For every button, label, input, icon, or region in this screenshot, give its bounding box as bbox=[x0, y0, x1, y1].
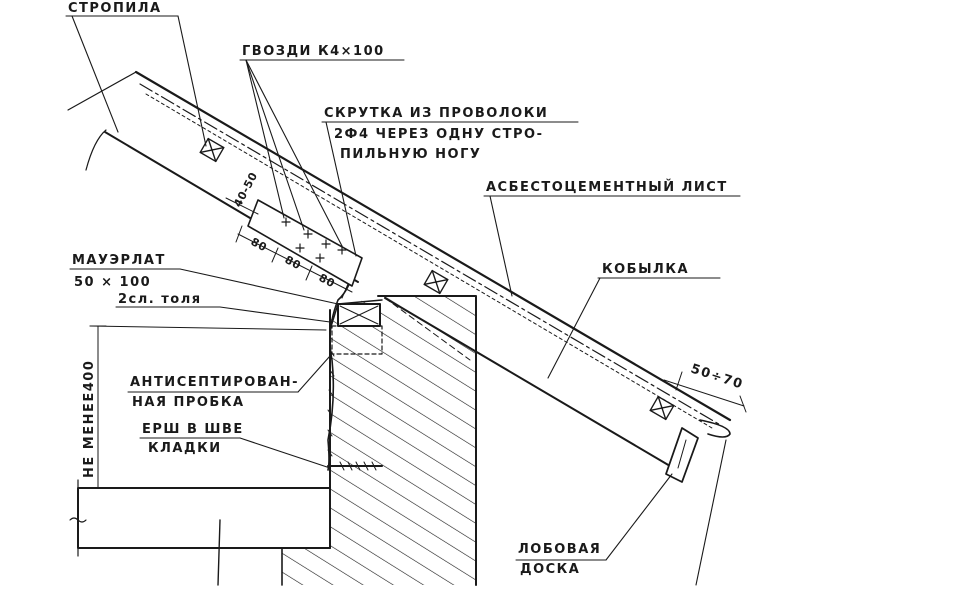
battens bbox=[199, 137, 675, 421]
mauerlat bbox=[331, 303, 383, 355]
label-mauerlat-size: 50 × 100 bbox=[74, 275, 151, 290]
label-mauerlat: МАУЭРЛАТ bbox=[72, 253, 166, 268]
label-ruff-line2: КЛАДКИ bbox=[148, 441, 222, 456]
label-height-note: НЕ МЕНЕЕ400 bbox=[82, 360, 97, 478]
label-wire-line2: 2Ф4 ЧЕРЕЗ ОДНУ СТРО- bbox=[334, 127, 544, 142]
label-fascia-line2: ДОСКА bbox=[520, 562, 580, 577]
dim-80-a: 80 bbox=[249, 235, 270, 254]
label-nails: ГВОЗДИ К4×100 bbox=[242, 44, 385, 59]
nails bbox=[281, 217, 347, 263]
label-fascia-line1: ЛОБОВАЯ bbox=[518, 542, 601, 557]
asbestos-cement-sheet bbox=[139, 83, 731, 438]
fascia-board bbox=[665, 427, 699, 483]
label-wire-line3: ПИЛЬНУЮ НОГУ bbox=[340, 147, 481, 162]
ruff-anchor bbox=[327, 461, 383, 471]
label-cork-line2: НАЯ ПРОБКА bbox=[132, 395, 245, 410]
label-tar-paper: 2сл. толя bbox=[118, 292, 202, 307]
label-cork-line1: АНТИСЕПТИРОВАН- bbox=[130, 375, 299, 390]
leader-lines bbox=[65, 15, 741, 586]
floor-slab bbox=[69, 479, 331, 586]
label-wire-line1: СКРУТКА ИЗ ПРОВОЛОКИ bbox=[324, 106, 548, 121]
rafter-tie-board bbox=[247, 199, 471, 361]
label-rafter-leg: СТРОПИЛА bbox=[68, 1, 162, 16]
dimension-lines bbox=[89, 197, 747, 489]
label-asbestos-sheet: АСБЕСТОЦЕМЕНТНЫЙ ЛИСТ bbox=[486, 179, 728, 195]
label-kobylka: КОБЫЛКА bbox=[602, 262, 689, 277]
dim-overhang: 50÷70 bbox=[689, 362, 746, 393]
label-ruff-line1: ЕРШ В ШВЕ bbox=[142, 422, 244, 437]
